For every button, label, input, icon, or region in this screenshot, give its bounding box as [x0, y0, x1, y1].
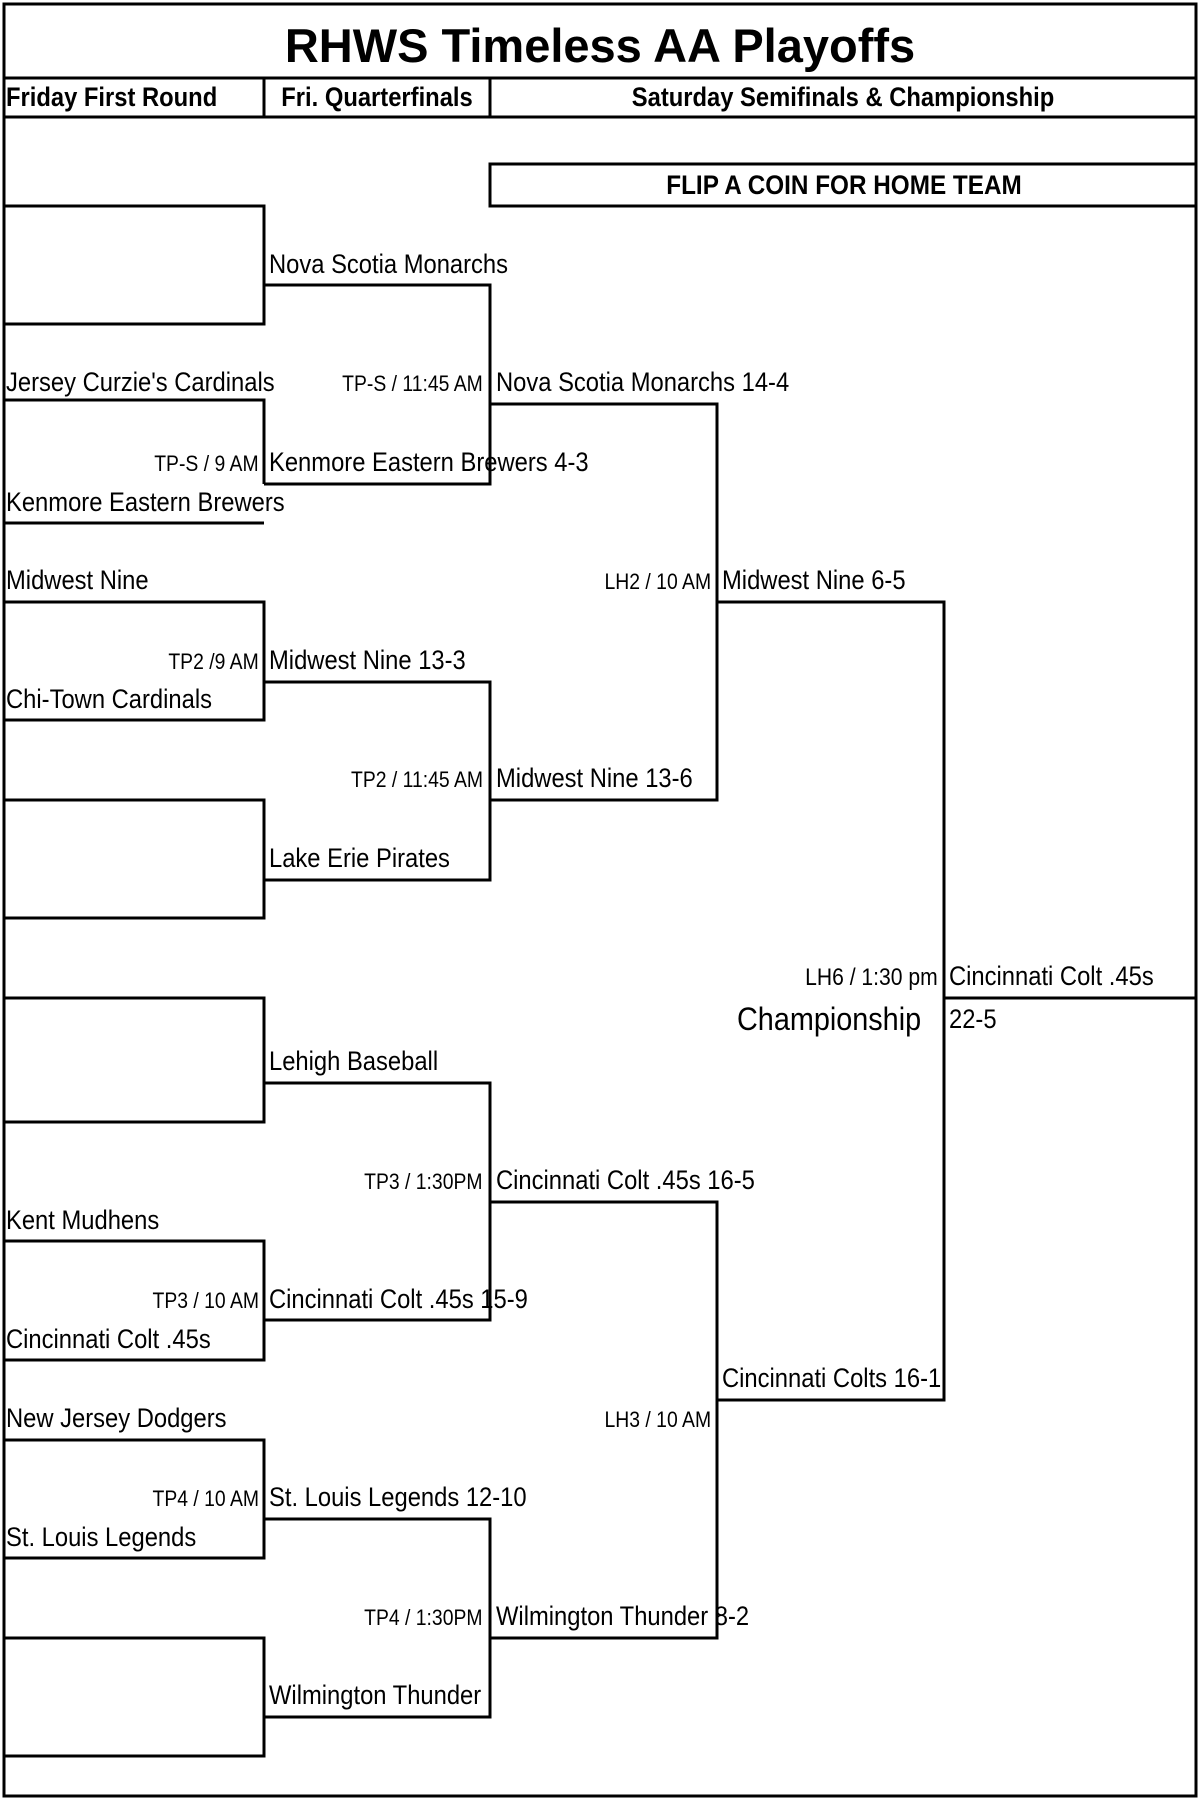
sf-2-bracket	[490, 1200, 719, 1640]
r1-game-3-bracket	[4, 600, 266, 722]
qf-1-bracket	[264, 283, 492, 486]
qf1-top-team: Nova Scotia Monarchs	[269, 249, 509, 279]
qf4-top-team: St. Louis Legends 12-10	[269, 1482, 527, 1512]
header-quarterfinals: Fri. Quarterfinals	[281, 82, 473, 112]
qf3-top-team: Lehigh Baseball	[269, 1046, 439, 1076]
r1-g6-bottom-team: Cincinnati Colt .45s	[6, 1324, 211, 1354]
r1-game-5-bracket	[4, 996, 266, 1124]
r1-g2-time: TP-S / 9 AM	[154, 451, 259, 476]
sf1-time: LH2 / 10 AM	[604, 569, 711, 594]
r1-g3-top-team: Midwest Nine	[6, 565, 149, 595]
r1-g3-time: TP2 /9 AM	[168, 649, 259, 674]
champion-team: Cincinnati Colt .45s	[949, 961, 1154, 991]
sf1-top-team: Nova Scotia Monarchs 14-4	[496, 367, 790, 397]
r1-game-2-bracket	[4, 398, 266, 484]
flip-coin-notice: FLIP A COIN FOR HOME TEAM	[666, 170, 1022, 200]
r1-g7-time: TP4 / 10 AM	[152, 1486, 259, 1511]
qf1-time: TP-S / 11:45 AM	[342, 371, 483, 396]
qf3-time: TP3 / 1:30PM	[364, 1169, 483, 1194]
sf2-time: LH3 / 10 AM	[604, 1407, 711, 1432]
qf-2-bracket	[264, 680, 492, 882]
r1-g6-top-team: Kent Mudhens	[6, 1205, 160, 1235]
qf4-bottom-team: Wilmington Thunder	[269, 1680, 482, 1710]
r1-g3-bottom-team: Chi-Town Cardinals	[6, 684, 213, 714]
r1-game-1-bracket	[4, 204, 266, 326]
r1-g6-time: TP3 / 10 AM	[152, 1288, 259, 1313]
championship-label: Championship	[737, 1001, 922, 1037]
r1-game-4-bracket	[4, 798, 266, 920]
r1-g7-top-team: New Jersey Dodgers	[6, 1403, 227, 1433]
r1-game-6-bracket	[4, 1239, 266, 1362]
r1-g7-bottom-team: St. Louis Legends	[6, 1522, 197, 1552]
qf2-time: TP2 / 11:45 AM	[350, 767, 483, 792]
header-first-round: Friday First Round	[6, 82, 218, 112]
final-time: LH6 / 1:30 pm	[805, 964, 938, 991]
final-top-team: Midwest Nine 6-5	[722, 565, 906, 595]
qf4-time: TP4 / 1:30PM	[364, 1605, 483, 1630]
qf1-bottom-team: Kenmore Eastern Brewers 4-3	[269, 447, 589, 477]
r1-g2-bottom-team: Kenmore Eastern Brewers	[6, 487, 285, 517]
r1-game-8-bracket	[4, 1636, 266, 1758]
final-bracket	[717, 600, 946, 1402]
sf1-bottom-team: Midwest Nine 13-6	[496, 763, 693, 793]
header-semis-championship: Saturday Semifinals & Championship	[631, 82, 1055, 112]
r1-game-7-bracket	[4, 1438, 266, 1560]
champion-score: 22-5	[949, 1004, 997, 1034]
qf3-bottom-team: Cincinnati Colt .45s 15-9	[269, 1284, 528, 1314]
qf2-top-team: Midwest Nine 13-3	[269, 645, 466, 675]
page-title: RHWS Timeless AA Playoffs	[284, 19, 916, 72]
r1-g2-top-team: Jersey Curzie's Cardinals	[6, 367, 275, 397]
sf2-bottom-team: Wilmington Thunder 8-2	[496, 1601, 750, 1631]
qf-4-bracket	[264, 1517, 492, 1719]
flip-coin-box	[488, 162, 1196, 208]
qf2-bottom-team: Lake Erie Pirates	[269, 843, 450, 873]
final-bottom-team: Cincinnati Colts 16-1	[722, 1363, 942, 1393]
sf2-top-team: Cincinnati Colt .45s 16-5	[496, 1165, 755, 1195]
